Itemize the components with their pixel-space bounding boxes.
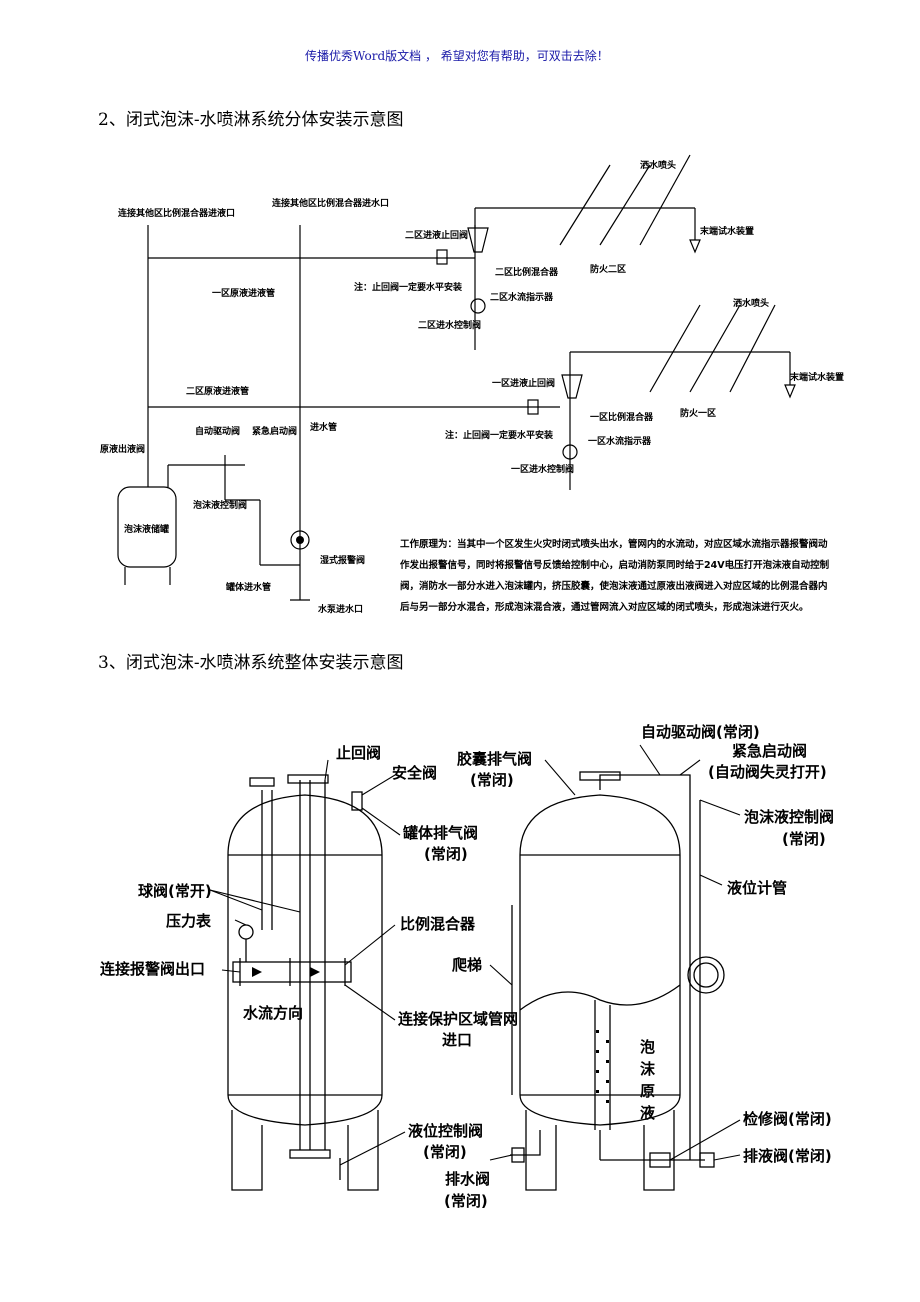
label-sprinkler-mid: 洒水喷头 [733,299,770,309]
label-tank-vent-state: (常闭) [424,845,468,863]
label-pump-inlet: 水泵进水口 [318,605,364,615]
label-foam-control-valve: 泡沫液控制阀 [193,501,248,511]
label-safety-valve: 安全阀 [392,764,438,782]
label-check-valve: 止回阀 [336,744,382,762]
label-foam-liquid-2: 沫 [640,1060,656,1078]
label-zone1-control-valve: 一区进水控制阀 [511,465,575,475]
label-inlet-pipe: 进水管 [310,423,338,433]
label-zone1-raw-pipe: 一区原液进液管 [212,289,276,299]
label-connect-other-inlet: 连接其他区比例混合器进液口 [118,209,236,219]
label-zone2-check-valve: 二区进液止回阀 [405,231,469,241]
label-zone2-control-valve: 二区进水控制阀 [418,321,482,331]
label-pressure-gauge: 压力表 [166,912,212,930]
label-fire-zone2: 防火二区 [590,265,627,275]
label-sprinkler-top: 洒水喷头 [640,161,677,171]
label-end-test-top: 末端试水装置 [700,227,755,237]
label-foam-tank: 泡沫液储罐 [124,525,170,535]
label-maintenance-valve: 检修阀(常闭) [743,1110,832,1128]
label-auto-drive-valve: 自动驱动阀(常闭) [641,723,760,741]
label-bladder-vent: 胶囊排气阀 [457,750,533,768]
label-bladder-vent-state: (常闭) [470,771,514,789]
label-foam-liquid-4: 液 [640,1104,656,1122]
label-connect-other-water: 连接其他区比例混合器进水口 [272,199,390,209]
label-flow-direction: 水流方向 [243,1004,304,1022]
label-zone1-check-valve: 一区进液止回阀 [492,379,556,389]
label-auto-drive-valve: 自动驱动阀 [195,427,241,437]
label-drain-valve: 排水阀 [445,1170,491,1188]
label-ball-valve: 球阀(常开) [138,882,212,900]
label-zone2-flow-indicator: 二区水流指示器 [490,293,554,303]
label-tank-inlet-pipe: 罐体进水管 [226,583,272,593]
label-protect-inlet-2: 进口 [442,1031,473,1049]
label-note-mid: 注：止回阀一定要水平安装 [445,431,554,441]
label-level-control-valve: 液位控制阀 [408,1122,484,1140]
principle-text: 工作原理为：当其中一个区发生火灾时闭式喷头出水，管网内的水流动，对应区域水流指示… [400,539,830,613]
label-discharge-valve: 排液阀(常闭) [743,1147,832,1165]
section2-title: 2、闭式泡沫-水喷淋系统分体安装示意图 [98,110,404,130]
label-foam-liquid-3: 原 [640,1082,656,1100]
label-foam-liquid-1: 泡 [640,1038,656,1056]
label-zone2-ratio-mixer: 二区比例混合器 [495,268,559,278]
label-protect-inlet-1: 连接保护区域管网 [398,1010,519,1028]
label-wet-alarm-valve: 湿式报警阀 [320,556,366,566]
label-raw-outlet-valve: 原液出液阀 [100,445,146,455]
label-emergency-valve: 紧急启动阀 [252,427,298,437]
label-tank-vent-valve: 罐体排气阀 [403,824,479,842]
label-zone1-ratio-mixer: 一区比例混合器 [590,413,654,423]
label-emergency-valve: 紧急启动阀 [732,742,808,760]
label-note-top: 注：止回阀一定要水平安装 [354,283,463,293]
label-zone2-raw-pipe: 二区原液进液管 [186,387,250,397]
label-zone1-flow-indicator: 一区水流指示器 [588,437,652,447]
label-ratio-mixer: 比例混合器 [400,915,476,933]
label-end-test-mid: 末端试水装置 [790,373,845,383]
label-foam-control-valve: 泡沫液控制阀 [744,808,835,826]
label-level-gauge: 液位计管 [727,879,788,897]
label-alarm-outlet: 连接报警阀出口 [100,960,206,978]
section3-title: 3、闭式泡沫-水喷淋系统整体安装示意图 [98,653,404,673]
label-level-control-state: (常闭) [423,1143,467,1161]
label-foam-control-state: (常闭) [782,830,826,848]
label-emergency-state: (自动阀失灵打开) [708,763,827,781]
label-fire-zone1: 防火一区 [680,409,717,419]
page-header: 传播优秀Word版文档 ， 希望对您有帮助，可双击去除！ [305,49,609,63]
label-ladder: 爬梯 [452,956,483,974]
label-drain-state: (常闭) [444,1192,488,1210]
